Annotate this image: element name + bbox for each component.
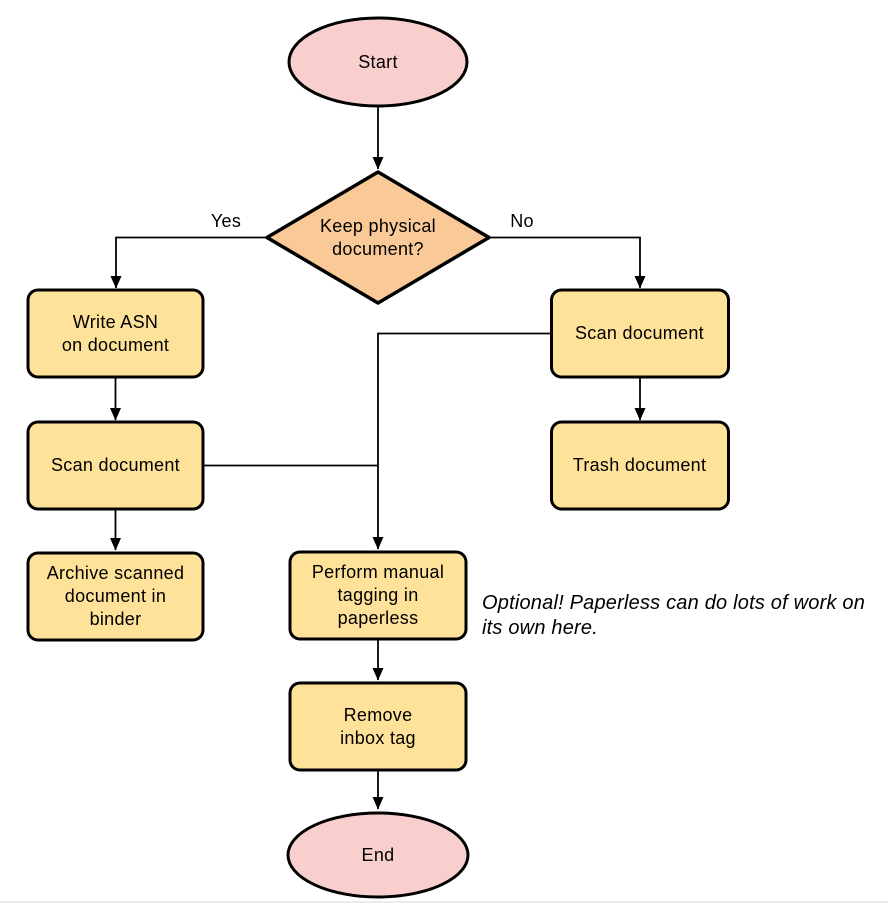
trash-box-shape: [550, 420, 730, 511]
edge-decision-no-to-scan-right: [489, 236, 646, 289]
edge-scan-right-to-tagging: [372, 332, 551, 550]
end-terminator-shape: [286, 811, 470, 899]
decision-diamond-shape: [265, 170, 491, 305]
remove-inbox-box-shape: [288, 681, 468, 772]
scan-right-box-shape: [550, 288, 730, 379]
bottom-divider: [0, 901, 888, 903]
tagging-box-shape: [288, 550, 468, 641]
archive-box-shape: [26, 551, 205, 642]
start-terminator-shape: [287, 16, 469, 108]
write-asn-box-shape: [26, 288, 205, 379]
scan-left-box-shape: [26, 420, 205, 511]
edge-decision-yes-to-write-asn: [110, 236, 267, 289]
